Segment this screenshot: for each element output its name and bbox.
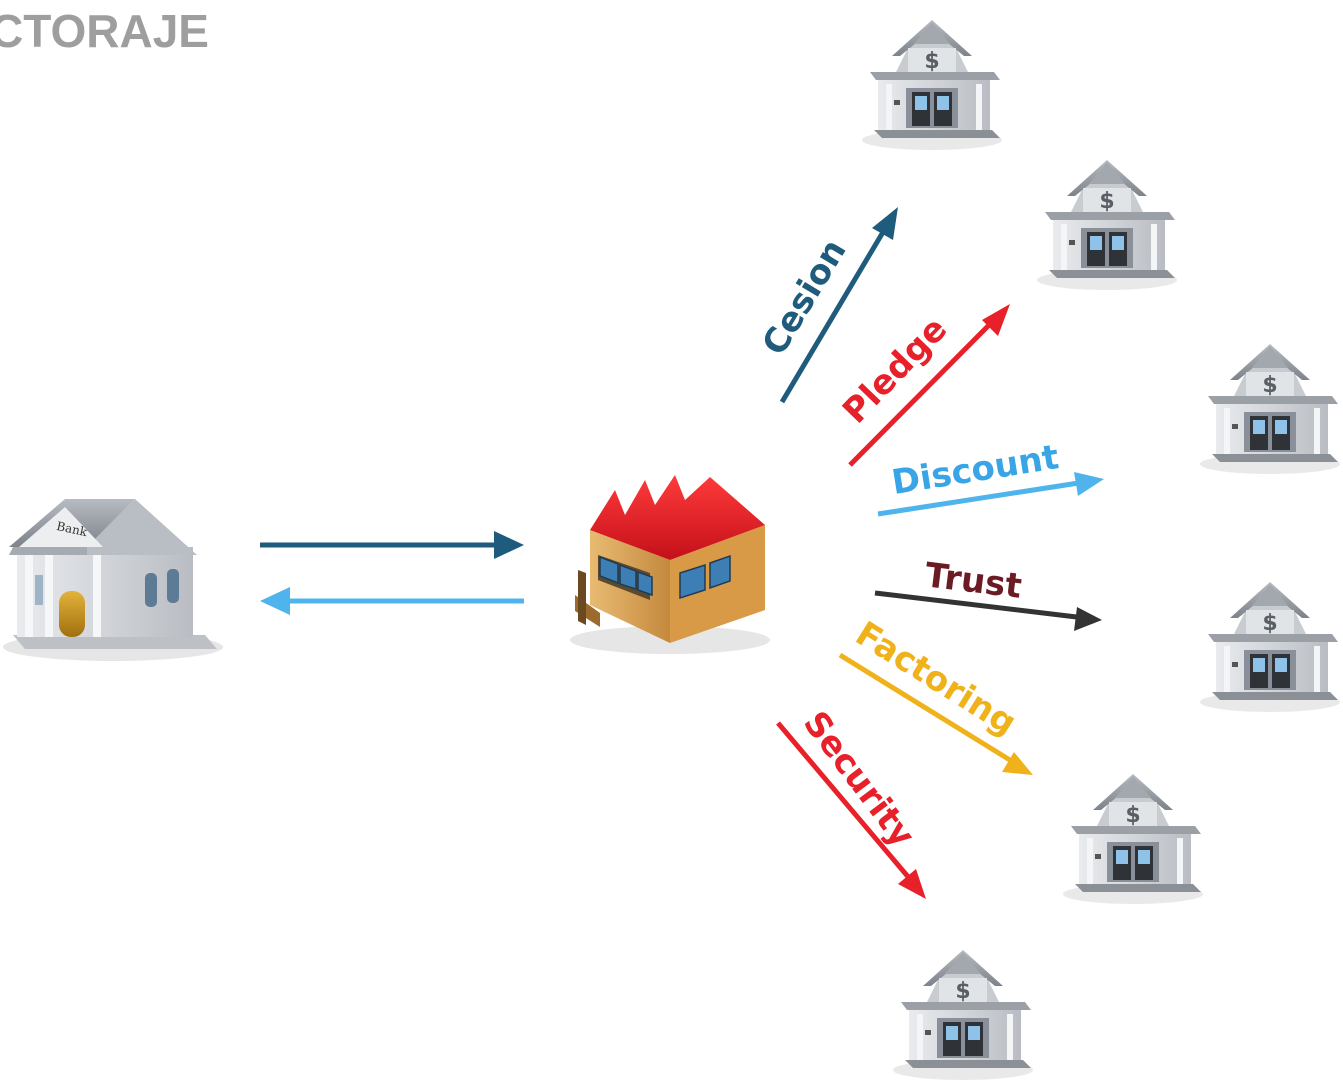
arrow-factoring bbox=[838, 652, 1033, 775]
factory-building bbox=[570, 475, 770, 654]
arrow-discount bbox=[877, 472, 1104, 517]
bank-sign: Bank bbox=[55, 519, 89, 539]
arrow-pledge bbox=[848, 304, 1010, 467]
arrow-cesion bbox=[779, 207, 898, 404]
branch-bank-6 bbox=[893, 950, 1033, 1080]
arrow-to-factory bbox=[260, 531, 524, 559]
arrow-security bbox=[776, 721, 926, 899]
branch-bank-1 bbox=[862, 20, 1002, 150]
bank-building: Bank bbox=[3, 499, 223, 661]
arrow-trust bbox=[874, 590, 1102, 631]
label-security: Security bbox=[795, 704, 922, 855]
branch-bank-2 bbox=[1037, 160, 1177, 290]
branch-bank-3 bbox=[1200, 344, 1340, 474]
arrow-to-bank bbox=[260, 587, 524, 615]
arrow-to-factory-head bbox=[494, 531, 524, 559]
page-title: CTORAJE bbox=[0, 5, 209, 57]
label-pledge: Pledge bbox=[835, 309, 955, 431]
branch-bank-4 bbox=[1200, 582, 1340, 712]
label-discount: Discount bbox=[889, 437, 1061, 503]
branch-bank-5 bbox=[1063, 774, 1203, 904]
label-cesion: Cesion bbox=[755, 232, 855, 362]
arrow-to-bank-head bbox=[260, 587, 290, 615]
